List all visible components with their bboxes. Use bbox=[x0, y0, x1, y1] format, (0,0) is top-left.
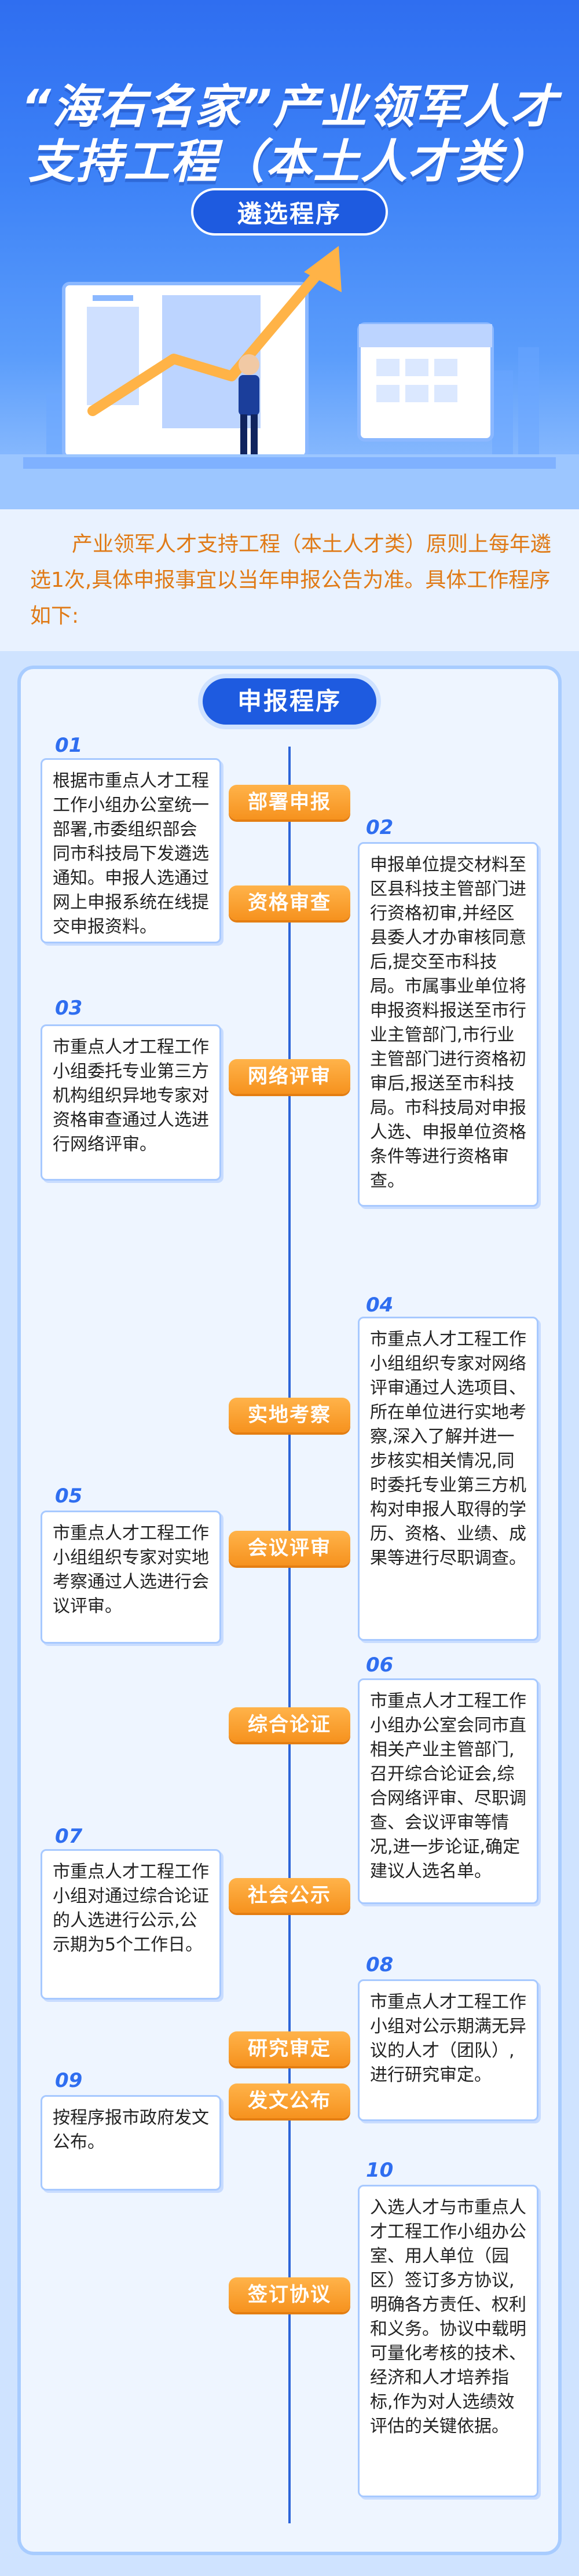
step-card: 市重点人才工程工作小组对通过综合论证的人选进行公示,公示期为5个工作日。 bbox=[41, 1849, 221, 2000]
step-number: 01 bbox=[55, 734, 83, 757]
step-label: 网络评审 bbox=[229, 1059, 350, 1094]
step-number: 02 bbox=[366, 816, 394, 839]
step-card: 按程序报市政府发文公布。 bbox=[41, 2095, 221, 2191]
step-card: 市重点人才工程工作小组组织专家对实地考察通过人选进行会议评审。 bbox=[41, 1511, 221, 1644]
step-card: 市重点人才工程工作小组对公示期满无异议的人才（团队）,进行研究审定。 bbox=[358, 1979, 538, 2121]
timeline-line bbox=[288, 747, 291, 2523]
step-card: 市重点人才工程工作小组办公室会同市直相关产业主管部门,召开综合论证会,综合网络评… bbox=[358, 1678, 538, 1904]
step-card: 申报单位提交材料至区县科技主管部门进行资格初审,并经区县委人才办审核同意后,提交… bbox=[358, 842, 538, 1207]
step-label: 部署申报 bbox=[229, 785, 350, 820]
step-label: 社会公示 bbox=[229, 1878, 350, 1913]
growth-illustration bbox=[0, 246, 579, 509]
step-number: 03 bbox=[55, 997, 83, 1020]
page-title-line2: 支持工程（本土人才类） bbox=[28, 135, 551, 189]
step-label: 综合论证 bbox=[229, 1707, 350, 1742]
header-banner: “海右名家”产业领军人才 支持工程（本土人才类） 遴选程序 bbox=[0, 0, 579, 509]
step-number: 09 bbox=[55, 2069, 83, 2092]
step-card: 市重点人才工程工作小组组织专家对网络评审通过人选项目、所在单位进行实地考察,深入… bbox=[358, 1317, 538, 1641]
step-card: 市重点人才工程工作小组委托专业第三方机构组织异地专家对资格审查通过人选进行网络评… bbox=[41, 1024, 221, 1181]
intro-text: 产业领军人才支持工程（本土人才类）原则上每年遴选1次,具体申报事宜以当年申报公告… bbox=[30, 532, 552, 628]
step-label: 资格审查 bbox=[229, 885, 350, 920]
section-title: 申报程序 bbox=[203, 678, 376, 725]
step-number: 06 bbox=[366, 1653, 394, 1677]
step-number: 05 bbox=[55, 1484, 83, 1508]
selection-procedure-badge: 遴选程序 bbox=[191, 188, 388, 236]
step-number: 08 bbox=[366, 1953, 394, 1976]
step-label: 签订协议 bbox=[229, 2277, 350, 2312]
page-title-line1: “海右名家”产业领军人才 bbox=[21, 80, 558, 134]
step-number: 10 bbox=[366, 2159, 394, 2182]
step-label: 实地考察 bbox=[229, 1398, 350, 1432]
intro-panel: 产业领军人才支持工程（本土人才类）原则上每年遴选1次,具体申报事宜以当年申报公告… bbox=[0, 509, 579, 651]
step-card: 根据市重点人才工程工作小组办公室统一部署,市委组织部会同市科技局下发遴选通知。申… bbox=[41, 758, 221, 943]
step-card: 入选人才与市重点人才工程工作小组办公室、用人单位（园区）签订多方协议,明确各方责… bbox=[358, 2185, 538, 2497]
step-number: 07 bbox=[55, 1825, 83, 1848]
step-label: 会议评审 bbox=[229, 1531, 350, 1566]
step-label: 研究审定 bbox=[229, 2031, 350, 2066]
step-label: 发文公布 bbox=[229, 2083, 350, 2118]
step-number: 04 bbox=[366, 1293, 394, 1317]
